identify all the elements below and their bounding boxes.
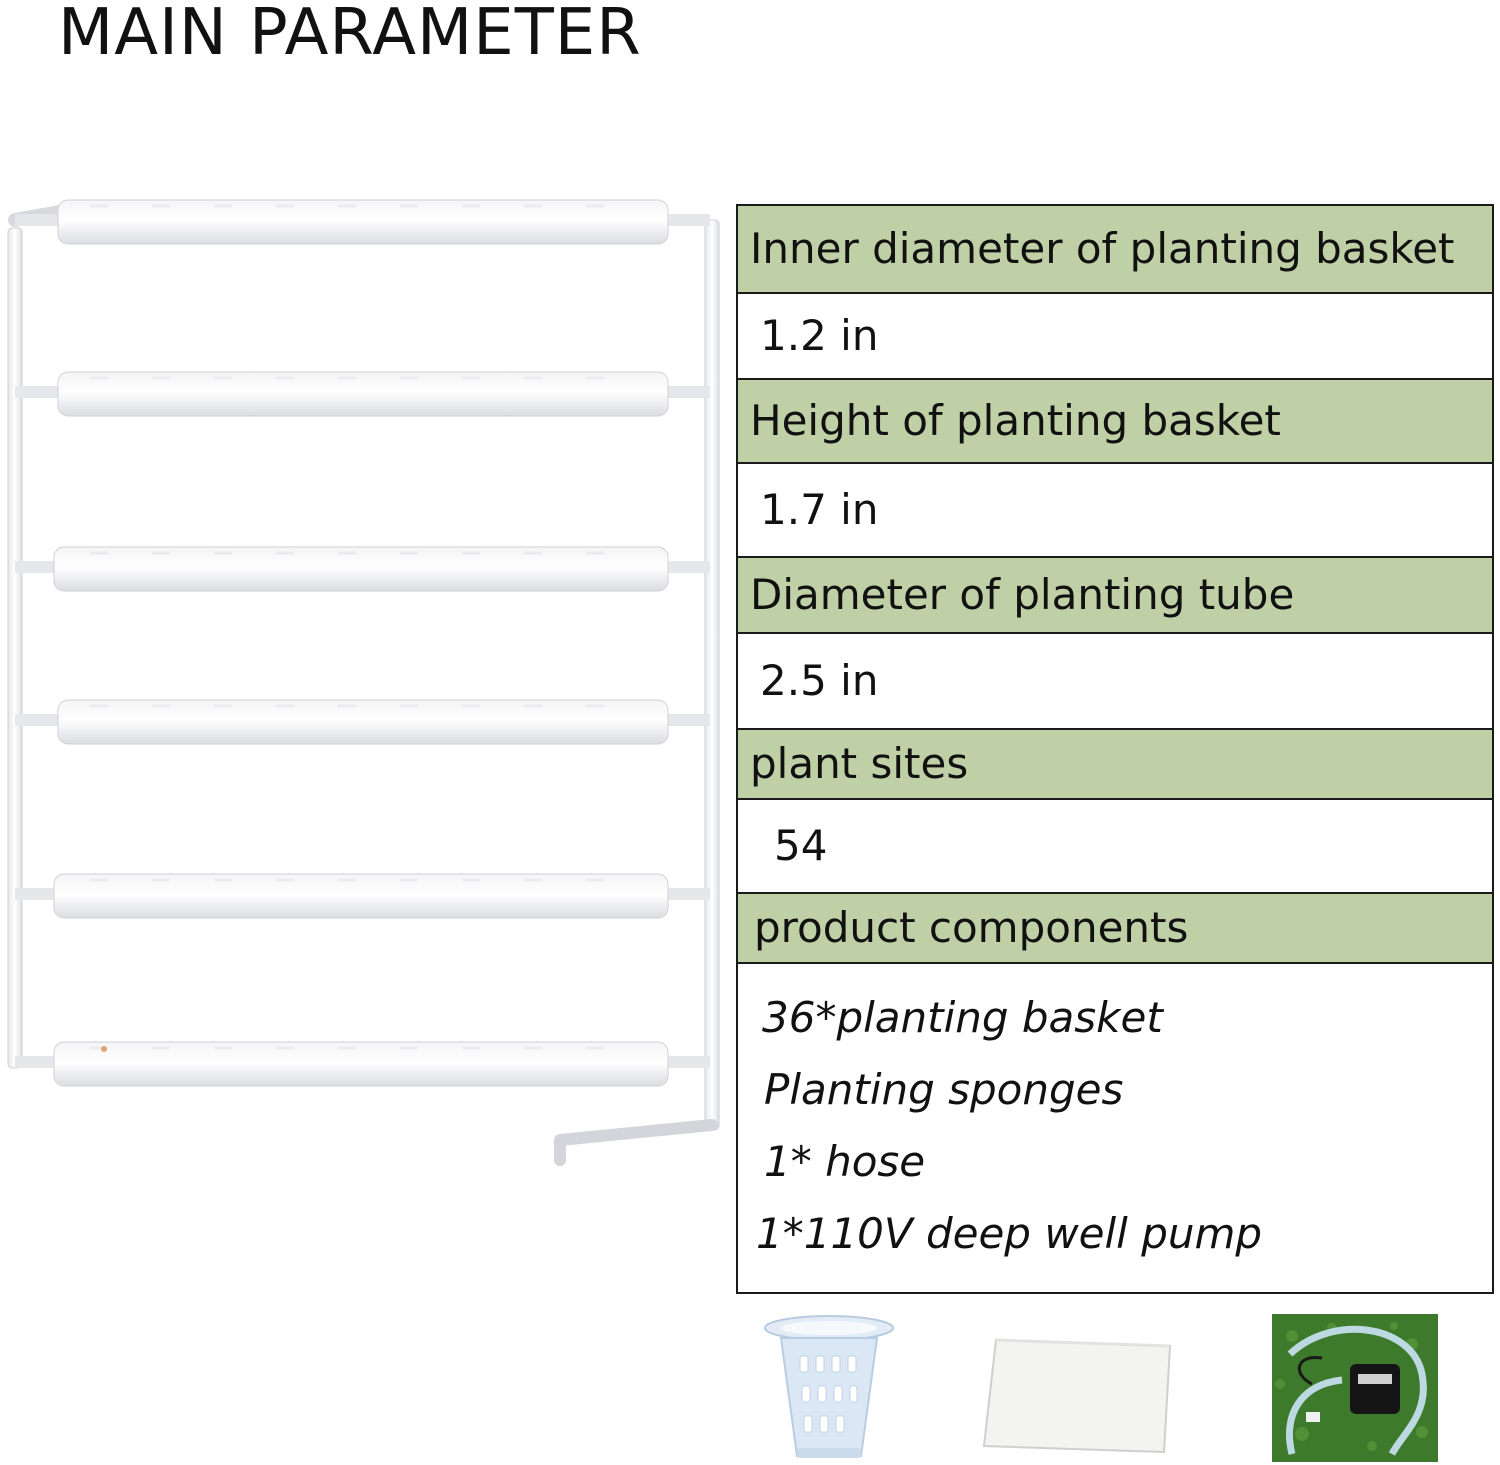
spec-label: plant sites <box>736 728 1494 800</box>
component-item: 1* hose <box>764 1137 926 1186</box>
page-title: MAIN PARAMETER <box>58 0 642 70</box>
spec-value: 1.7 in <box>736 462 1494 558</box>
spec-label: Inner diameter of planting basket <box>736 204 1494 294</box>
components-list: 36*planting basket Planting sponges 1* h… <box>756 982 1492 1270</box>
tube-row-6 <box>15 1041 710 1087</box>
component-item: Planting sponges <box>764 1065 1124 1114</box>
components-header-row: product components <box>736 892 1494 964</box>
spec-header-row: Inner diameter of planting basket <box>736 204 1494 294</box>
tube-row-2 <box>15 371 710 417</box>
spec-header-row: plant sites <box>736 728 1494 800</box>
spec-value-row: 1.2 in <box>736 292 1494 380</box>
component-item: 1*110V deep well pump <box>756 1209 1263 1258</box>
spec-label: Diameter of planting tube <box>736 556 1494 634</box>
spec-value: 1.2 in <box>736 292 1494 380</box>
tube-row-3 <box>15 546 710 592</box>
components-cell: 36*planting basket Planting sponges 1* h… <box>736 962 1494 1294</box>
spec-value-row: 1.7 in <box>736 462 1494 558</box>
spec-value-row: 54 <box>736 798 1494 894</box>
tube-row-5 <box>15 873 710 919</box>
hydroponic-rack-image <box>7 199 720 1166</box>
spec-value: 2.5 in <box>736 632 1494 730</box>
planting-basket-photo <box>764 1315 894 1458</box>
spec-value: 54 <box>736 798 1494 894</box>
tube-row-1 <box>15 199 710 245</box>
tube-row-4 <box>15 699 710 745</box>
spec-header-row: Height of planting basket <box>736 378 1494 464</box>
components-row: 36*planting basket Planting sponges 1* h… <box>736 962 1494 1294</box>
spec-table: Inner diameter of planting basket 1.2 in… <box>736 204 1494 1294</box>
component-item: 36*planting basket <box>762 993 1163 1042</box>
spec-value-row: 2.5 in <box>736 632 1494 730</box>
spec-label: Height of planting basket <box>736 378 1494 464</box>
planting-sponge-photo <box>982 1338 1172 1454</box>
spec-header-row: Diameter of planting tube <box>736 556 1494 634</box>
components-label: product components <box>736 892 1494 964</box>
hose-and-pump-photo <box>1272 1314 1438 1462</box>
